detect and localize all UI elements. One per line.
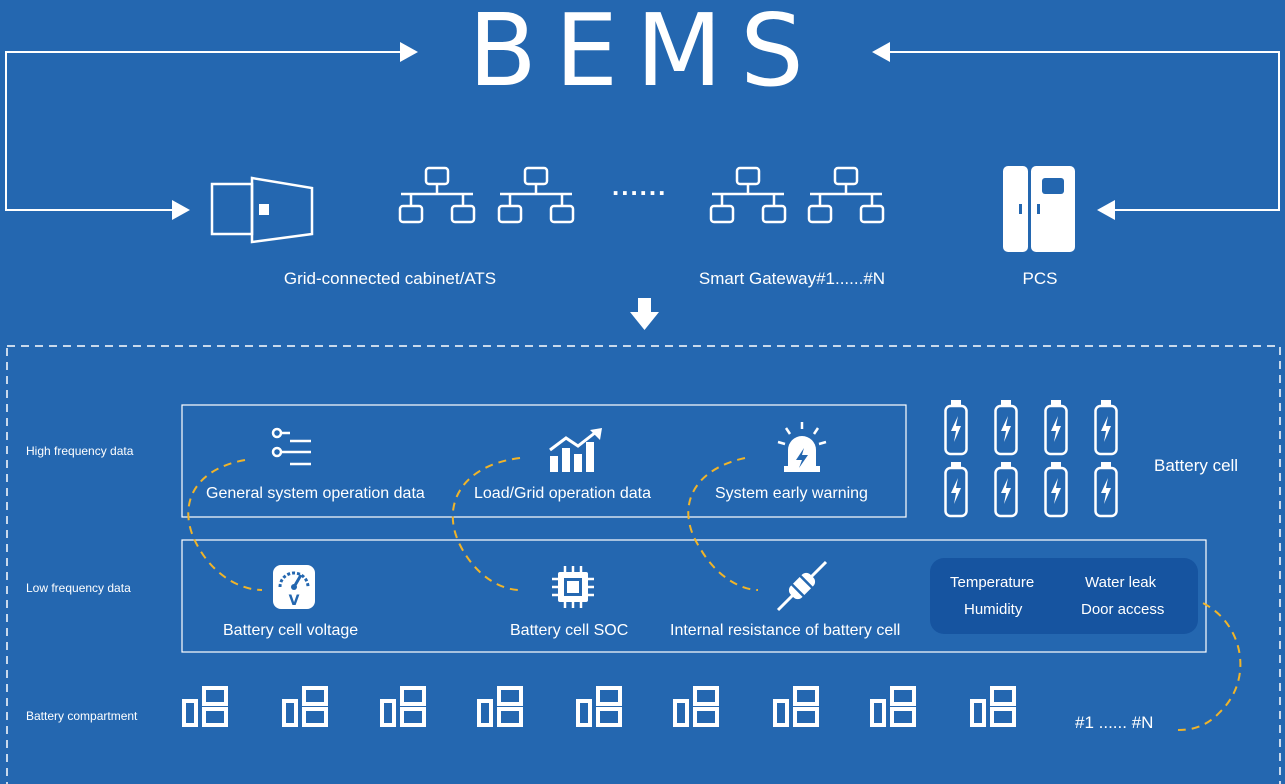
high-frequency-label: High frequency data	[26, 444, 134, 458]
battery-cell-icon	[1094, 462, 1118, 518]
battery-cell-icon	[994, 462, 1018, 518]
gateway-network-icon	[709, 166, 787, 224]
resistor-icon	[776, 560, 828, 612]
svg-text:V: V	[289, 593, 300, 609]
right-connector-line	[878, 51, 1280, 211]
battery-compartment-icon	[773, 686, 819, 727]
battery-compartment-icon	[870, 686, 916, 727]
connector-curve-4	[1177, 597, 1242, 731]
battery-compartment-icon	[576, 686, 622, 727]
bar-chart-trend-icon	[549, 428, 602, 472]
battery-cell-label: Battery cell	[1154, 456, 1239, 475]
pcs-label: PCS	[1022, 269, 1058, 288]
left-top-arrowhead	[400, 42, 418, 62]
battery-compartment-icon	[380, 686, 426, 727]
water-leak-label: Water leak	[1085, 574, 1157, 591]
high-item-label: Load/Grid operation data	[474, 485, 652, 502]
battery-cell-grid	[944, 400, 1118, 518]
connector-curve-3	[687, 457, 759, 591]
gateway-ellipsis: ......	[612, 171, 668, 201]
battery-compartment-icon	[673, 686, 719, 727]
battery-compartment-icon	[282, 686, 328, 727]
connector-curve-2	[451, 457, 521, 591]
battery-compartment-icon	[182, 686, 228, 727]
gateway-network-icon	[398, 166, 476, 224]
battery-cell-icon	[944, 462, 968, 518]
connector-curve-1	[187, 459, 263, 591]
battery-cell-icon	[1044, 462, 1068, 518]
right-top-arrowhead	[872, 42, 890, 62]
gateway-network-icon	[807, 166, 885, 224]
gateway-label: Smart Gateway#1......#N	[698, 269, 886, 288]
left-connector-line	[5, 51, 412, 211]
high-item-label: System early warning	[715, 485, 868, 502]
right-bottom-arrowhead	[1097, 200, 1115, 220]
environment-sensor-box: Temperature Water leak Humidity Door acc…	[930, 558, 1198, 634]
battery-compartment-label: Battery compartment	[26, 709, 138, 723]
battery-compartment-icon	[970, 686, 1016, 727]
settings-list-icon	[271, 427, 311, 466]
low-item-label: Battery cell voltage	[223, 622, 359, 639]
gateway-network-icon	[497, 166, 575, 224]
battery-cell-icon	[1094, 400, 1118, 456]
cabinet-icon	[210, 176, 314, 244]
humidity-label: Humidity	[964, 601, 1023, 618]
cabinet-label: Grid-connected cabinet/ATS	[283, 269, 497, 288]
low-item-label: Battery cell SOC	[510, 622, 629, 639]
pcs-cabinet-icon	[1003, 166, 1075, 252]
battery-cell-icon	[994, 400, 1018, 456]
low-frequency-box	[181, 539, 1207, 653]
high-frequency-box	[181, 404, 907, 518]
down-arrow-icon	[630, 298, 659, 330]
alarm-siren-icon	[777, 422, 827, 472]
left-bottom-arrowhead	[172, 200, 190, 220]
bems-title: BEMS	[468, 0, 822, 109]
low-item-label: Internal resistance of battery cell	[670, 622, 901, 639]
door-access-label: Door access	[1081, 601, 1165, 618]
chip-icon	[552, 566, 594, 608]
voltmeter-icon: V	[273, 565, 315, 609]
battery-cell-icon	[944, 400, 968, 456]
compartment-range-label: #1 ...... #N	[1075, 713, 1154, 732]
battery-cell-icon	[1044, 400, 1068, 456]
temperature-label: Temperature	[950, 574, 1035, 591]
battery-compartment-icon	[477, 686, 523, 727]
system-dashed-box	[6, 345, 1281, 784]
high-item-label: General system operation data	[206, 485, 425, 502]
low-frequency-label: Low frequency data	[26, 581, 131, 595]
